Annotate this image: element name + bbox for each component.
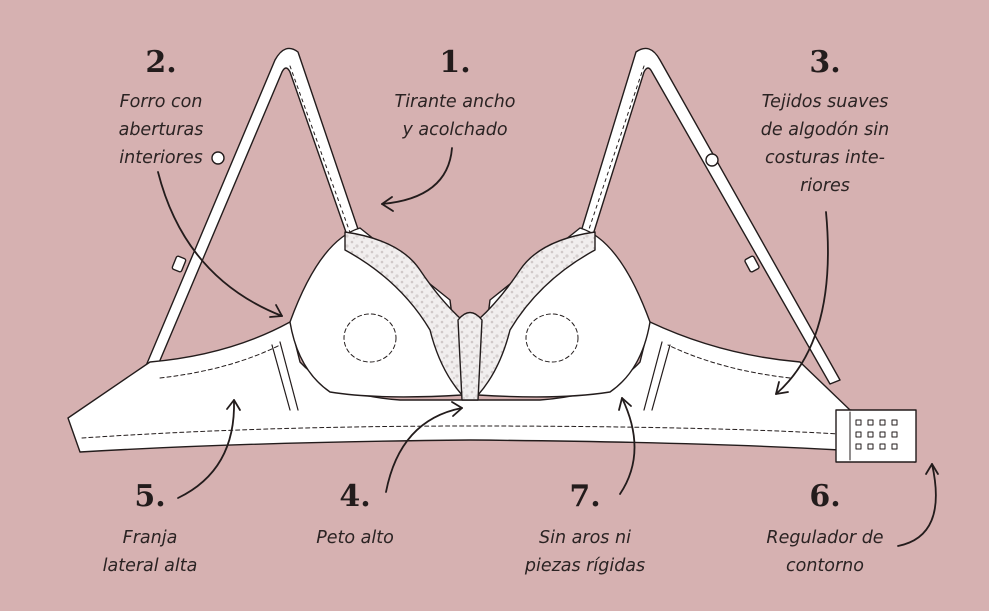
callout-arrows: [157, 147, 939, 547]
callout-3-number: 3.: [809, 45, 841, 80]
arrow-2: [157, 171, 283, 317]
callout-1-number: 1.: [439, 45, 471, 80]
callout-1: 1. Tirante ancho y acolchado: [360, 46, 550, 144]
callout-3: 3. Tejidos suaves de algodón sin costura…: [730, 46, 920, 200]
bra-illustration: [67, 47, 917, 463]
callout-2: 2. Forro con aberturas interiores: [86, 46, 236, 172]
callout-7: 7. Sin aros ni piezas rígidas: [505, 480, 665, 580]
right-cup: [477, 227, 651, 398]
center-gore: [457, 311, 483, 401]
callout-5: 5. Franja lateral alta: [70, 480, 230, 580]
callout-7-text: Sin aros ni piezas rígidas: [524, 528, 646, 576]
callout-5-number: 5.: [134, 479, 166, 514]
arrow-6-head: [925, 463, 939, 475]
arrow-4-head: [451, 401, 463, 417]
right-cup-pad: [525, 313, 579, 363]
callout-4: 4. Peto alto: [285, 480, 425, 552]
callout-6-text: Regulador de contorno: [766, 528, 884, 576]
arrow-1-head: [381, 196, 394, 212]
left-strap-slider: [171, 255, 187, 273]
callout-6: 6. Regulador de contorno: [730, 480, 920, 580]
callout-4-number: 4.: [339, 479, 371, 514]
arrow-1: [381, 147, 453, 205]
arrow-3: [775, 211, 829, 395]
callout-5-text: Franja lateral alta: [102, 528, 198, 576]
callout-4-text: Peto alto: [316, 528, 394, 548]
callout-3-text: Tejidos suaves de algodón sin costuras i…: [760, 92, 890, 196]
hook-closure: [835, 409, 917, 463]
arrow-7-head: [618, 397, 632, 411]
right-strap-slider: [744, 255, 760, 273]
left-cup-pad: [343, 313, 397, 363]
callout-6-number: 6.: [809, 479, 841, 514]
left-cup: [289, 227, 463, 398]
arrow-5-head: [226, 399, 241, 411]
left-strap-ring: [211, 151, 225, 165]
callout-1-text: Tirante ancho y acolchado: [394, 92, 516, 140]
callout-2-number: 2.: [145, 45, 177, 80]
callout-7-number: 7.: [569, 479, 601, 514]
arrow-5: [177, 399, 235, 499]
arrow-3-head: [775, 381, 789, 395]
arrow-2-head: [269, 304, 283, 318]
right-strap-ring: [705, 153, 719, 167]
bra-band: [67, 321, 916, 463]
callout-2-text: Forro con aberturas interiores: [118, 92, 204, 168]
arrow-6: [897, 463, 937, 547]
arrow-7: [619, 397, 636, 495]
arrow-4: [385, 407, 463, 493]
